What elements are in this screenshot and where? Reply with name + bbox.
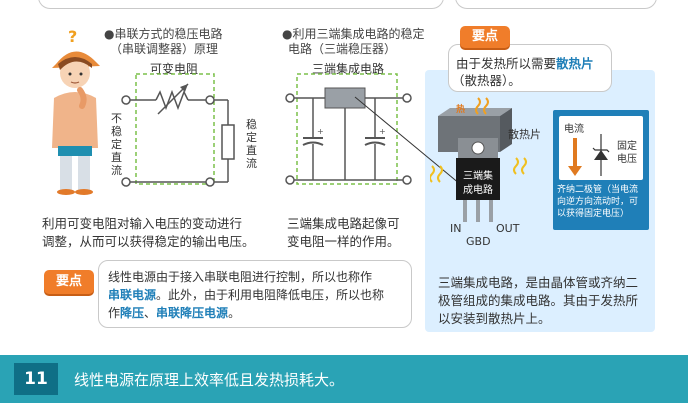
unstable-dc-text: 不稳定直流 [111, 112, 122, 177]
left-title-line1: ●串联方式的稳压电路 [104, 27, 223, 41]
variable-resistor-label: 可变电阻 [150, 62, 199, 76]
heatsink-ic-illustration [430, 97, 527, 222]
three-terminal-ic-label: 三端集成电路 [312, 62, 385, 76]
keypoint-top-highlight: 散热片 [556, 56, 594, 71]
top-frame-right [455, 0, 657, 9]
page-number: 11 [14, 363, 58, 395]
right-desc-line1: 三端集成电路，是由晶体管或齐纳二 [438, 275, 639, 290]
step-down-highlight: 降压 [120, 306, 145, 320]
keypoint-top-badge: 要点 [460, 26, 510, 48]
keypoint-top-box [448, 44, 612, 92]
top-frame-left [38, 0, 444, 9]
left-title-line2: （串联调整器）原理 [110, 42, 219, 56]
zener-diode-symbol [568, 134, 610, 176]
unstable-dc-label: 不稳定直流 [111, 112, 125, 177]
middle-desc-line2: 变电阻一样的作用。 [287, 234, 400, 249]
series-step-down-highlight: 串联降压电源 [156, 306, 229, 320]
zener-note-line2: 向逆方向流动时，可 [557, 197, 639, 207]
inset-fixed-voltage-line2: 电压 [617, 154, 637, 165]
keypoint-bottom-line3: 作降压、串联降压电源。 [108, 304, 240, 321]
inset-current-label: 电流 [564, 124, 584, 135]
keypoint-top-line2: （散热器）。 [452, 73, 521, 88]
keypoint-top-line1: 由于发热所以需要散热片 [456, 53, 594, 72]
series-power-highlight: 串联电源 [108, 288, 157, 302]
footer-message: 线性电源在原理上效率低且发热损耗大。 [74, 371, 345, 389]
middle-title-line1: ●利用三端集成电路的稳定 [282, 27, 425, 41]
heatsink-label: 散热片 [508, 128, 541, 141]
right-desc-line2: 极管组成的集成电路。其由于发热所 [438, 293, 639, 308]
keypoint-bottom-line3-a: 作 [108, 306, 121, 320]
footer-bar: 11 线性电源在原理上效率低且发热损耗大。 [0, 355, 688, 403]
middle-title-line2: 电路（三端稳压器） [288, 42, 397, 56]
left-desc-line2: 调整，从而可以获得稳定的输出电压。 [42, 234, 255, 249]
svg-text:+: + [379, 127, 386, 136]
thinking-person-illustration: ? [52, 28, 100, 195]
keypoint-bottom-badge: 要点 [44, 270, 94, 294]
pin-in-label: IN [450, 222, 462, 235]
keypoint-bottom-line3-b: 、 [144, 306, 157, 320]
zener-note: 齐纳二极管（当电流 向逆方向流动时，可 以获得固定电压） [557, 184, 649, 220]
inset-fixed-voltage-line1: 固定 [617, 141, 637, 152]
series-regulator-circuit [121, 73, 235, 187]
keypoint-bottom-line2-text: 。此外，由于利用电阻降低电压，所以也称 [156, 288, 385, 302]
stable-dc-label: 稳定直流 [246, 118, 258, 170]
right-desc-line3: 以安装到散热片上。 [438, 311, 551, 326]
ic-body-label: 三端集 成电路 [458, 170, 498, 198]
svg-text:?: ? [68, 28, 77, 46]
left-desc-line1: 利用可变电阻对输入电压的变动进行 [42, 216, 243, 231]
heat-label: 热 [456, 105, 466, 115]
keypoint-bottom-box [98, 260, 412, 328]
keypoint-bottom-line2: 串联电源。此外，由于利用电阻降低电压，所以也称 [108, 286, 384, 303]
pin-out-label: OUT [496, 222, 520, 235]
inset-fixed-voltage-label: 固定 电压 [617, 140, 637, 166]
svg-text:+: + [317, 127, 324, 136]
keypoint-bottom-line3-c: 。 [228, 306, 241, 320]
zener-note-line3: 以获得固定电压） [557, 209, 630, 219]
ic-label-line2: 成电路 [463, 185, 493, 196]
middle-desc-line1: 三端集成电路起像可 [287, 216, 400, 231]
stable-dc-text: 稳定直流 [246, 118, 257, 170]
keypoint-bottom-line1: 线性电源由于接入串联电阻进行控制，所以也称作 [108, 270, 373, 284]
ic-label-line1: 三端集 [463, 171, 493, 182]
pin-gnd-label: GBD [466, 235, 491, 248]
keypoint-top-line1-text: 由于发热所以需要 [456, 56, 557, 71]
three-terminal-regulator-circuit: + + [285, 73, 412, 185]
zener-note-line1: 齐纳二极管（当电流 [557, 185, 639, 195]
